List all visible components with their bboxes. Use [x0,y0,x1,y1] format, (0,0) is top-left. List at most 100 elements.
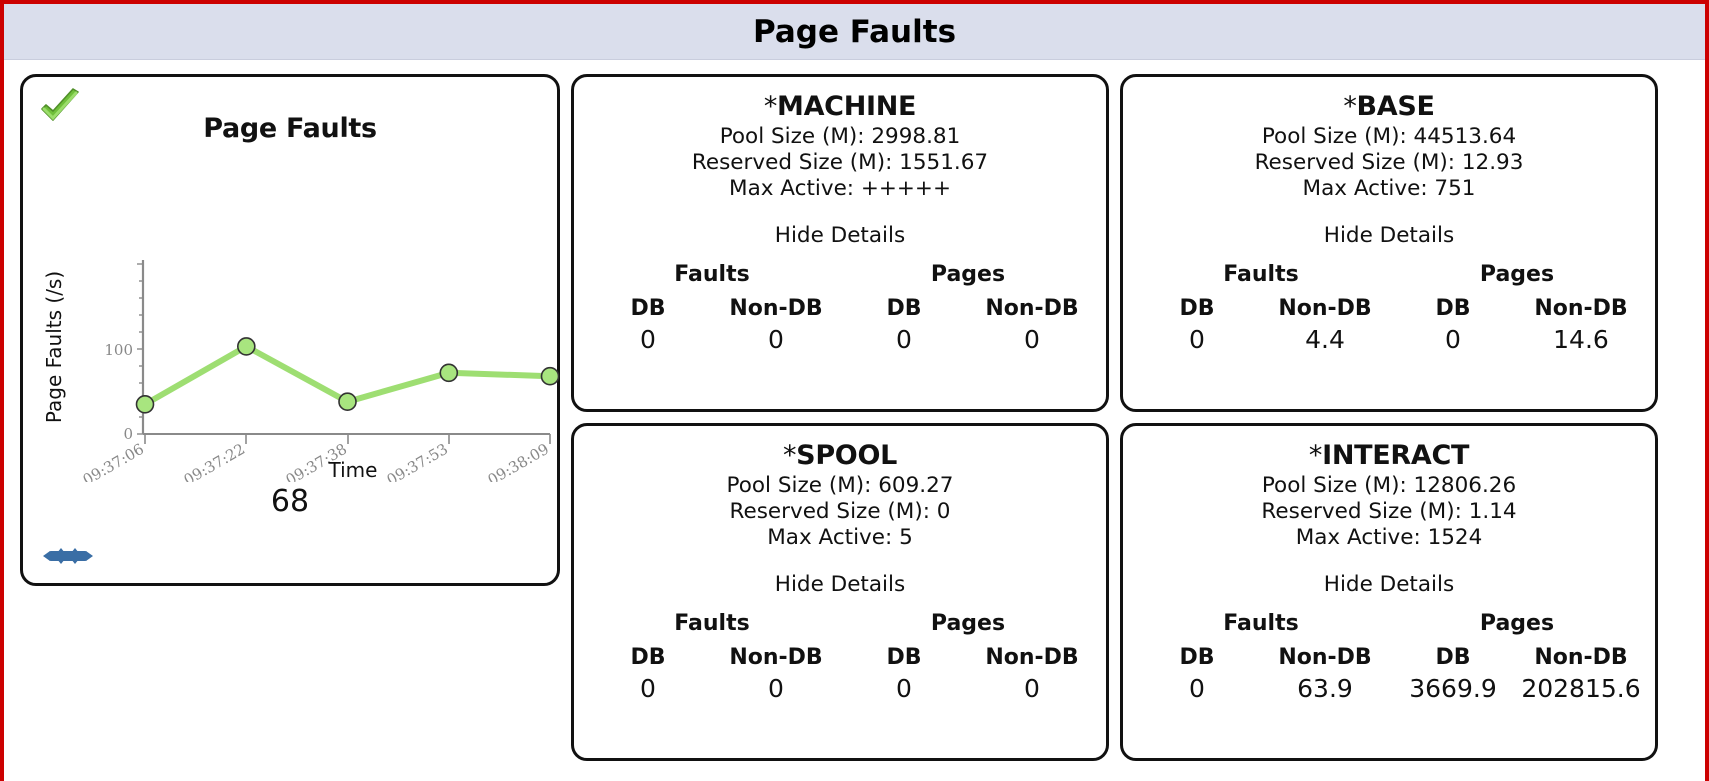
chart-plot-area[interactable]: 0 100 Page Faults (/s) 09:37:06 09:37:22… [23,152,560,482]
pool-panel-machine: *MACHINE Pool Size (M): 2998.81 Reserved… [571,74,1109,412]
col-header-pages-db: DB [886,644,922,670]
pool-title: *BASE [1133,91,1645,122]
group-header-faults: Faults [674,610,750,636]
col-header-faults-nondb: Non-DB [1278,295,1372,321]
hide-details-link[interactable]: Hide Details [774,222,906,248]
value-faults-nondb: 0 [768,324,784,354]
x-tick-1: 09:37:22 [181,440,248,482]
value-pages-db: 0 [896,673,912,703]
value-pages-db: 0 [1445,324,1461,354]
col-header-faults-nondb: Non-DB [729,644,823,670]
metrics-table: Faults Pages DB Non-DB DB Non-DB 0 0 0 0 [584,262,1096,354]
reserved-size: Reserved Size (M): 0 [729,499,951,525]
value-pages-db: 3669.9 [1409,673,1497,703]
page-faults-chart-card: Page Faults [20,74,560,586]
value-faults-nondb: 0 [768,673,784,703]
y-axis-label: Page Faults (/s) [42,271,66,423]
page-header: Page Faults [4,4,1705,60]
value-faults-db: 0 [640,324,656,354]
data-point-1[interactable] [237,337,256,356]
hide-details-link[interactable]: Hide Details [1323,571,1455,597]
col-header-pages-nondb: Non-DB [985,644,1079,670]
value-faults-nondb: 4.4 [1305,324,1345,354]
x-tick-4: 09:38:09 [485,440,552,482]
group-header-pages: Pages [1479,610,1555,636]
data-point-3[interactable] [439,363,459,383]
data-point-2[interactable] [338,392,357,411]
data-point-4[interactable] [540,366,560,386]
value-pages-nondb: 202815.6 [1521,673,1641,703]
col-header-pages-nondb: Non-DB [985,295,1079,321]
value-pages-nondb: 0 [1024,324,1040,354]
hide-details-link[interactable]: Hide Details [774,571,906,597]
x-tick-0: 09:37:06 [80,440,147,482]
reserved-size: Reserved Size (M): 1551.67 [691,150,989,176]
group-header-pages: Pages [930,610,1006,636]
pool-panels-grid: *MACHINE Pool Size (M): 2998.81 Reserved… [571,74,1689,761]
pool-size: Pool Size (M): 12806.26 [1261,473,1517,498]
max-active: Max Active: 5 [767,525,913,551]
pool-name-text: INTERACT [1322,440,1470,471]
metrics-table: Faults Pages DB Non-DB DB Non-DB 0 63.9 … [1133,611,1645,703]
pool-size: Pool Size (M): 609.27 [726,473,954,498]
col-header-faults-db: DB [1179,644,1215,670]
current-value: 68 [270,484,310,519]
y-tick-0: 0 [123,425,133,443]
pool-name-text: SPOOL [796,440,898,471]
col-header-pages-db: DB [1435,644,1471,670]
metrics-table: Faults Pages DB Non-DB DB Non-DB 0 0 0 0 [584,611,1096,703]
value-faults-nondb: 63.9 [1297,673,1353,703]
pool-size: Pool Size (M): 2998.81 [719,124,961,149]
pool-name-text: BASE [1356,91,1435,122]
max-active: Max Active: +++++ [729,176,951,202]
col-header-faults-db: DB [630,295,666,321]
pool-title: *INTERACT [1133,440,1645,471]
data-point-0[interactable] [135,395,155,414]
table-row: 0 4.4 0 14.6 [1133,325,1645,354]
group-header-faults: Faults [1223,610,1299,636]
group-header-faults: Faults [1223,261,1299,287]
resize-handle-icon[interactable] [41,545,95,567]
pool-star: * [1343,91,1357,122]
max-active: Max Active: 1524 [1295,525,1483,551]
pool-panel-interact: *INTERACT Pool Size (M): 12806.26 Reserv… [1120,423,1658,761]
col-header-pages-db: DB [886,295,922,321]
col-header-pages-nondb: Non-DB [1534,295,1628,321]
y-tick-100: 100 [104,341,133,359]
page-faults-line-chart[interactable]: 0 100 Page Faults (/s) 09:37:06 09:37:22… [23,152,563,482]
value-pages-nondb: 14.6 [1553,324,1609,354]
value-pages-nondb: 0 [1024,673,1040,703]
pool-star: * [763,91,778,122]
x-tick-3: 09:37:53 [384,440,451,482]
reserved-size: Reserved Size (M): 1.14 [1261,499,1517,525]
pool-size: Pool Size (M): 44513.64 [1261,124,1517,149]
value-faults-db: 0 [640,673,656,703]
page-title: Page Faults [752,13,957,50]
pool-title: *MACHINE [584,91,1096,122]
table-row: 0 63.9 3669.9 202815.6 [1133,674,1645,703]
col-header-pages-nondb: Non-DB [1534,644,1628,670]
pool-name-text: MACHINE [777,91,917,122]
metrics-table: Faults Pages DB Non-DB DB Non-DB 0 4.4 0… [1133,262,1645,354]
x-axis-label: Time [328,458,378,482]
pool-star: * [782,440,797,471]
pool-star: * [1308,440,1323,471]
max-active: Max Active: 751 [1302,176,1476,202]
value-pages-db: 0 [896,324,912,354]
group-header-pages: Pages [1479,261,1555,287]
table-row: 0 0 0 0 [584,674,1096,703]
col-header-faults-nondb: Non-DB [729,295,823,321]
value-faults-db: 0 [1189,673,1205,703]
table-row: 0 0 0 0 [584,325,1096,354]
hide-details-link[interactable]: Hide Details [1323,222,1455,248]
series-markers [135,337,560,414]
col-header-faults-db: DB [630,644,666,670]
pool-panel-spool: *SPOOL Pool Size (M): 609.27 Reserved Si… [571,423,1109,761]
green-check-icon[interactable] [37,87,83,129]
group-header-pages: Pages [930,261,1006,287]
dashboard-content: Page Faults [4,60,1705,761]
reserved-size: Reserved Size (M): 12.93 [1254,150,1524,176]
value-faults-db: 0 [1189,324,1205,354]
group-header-faults: Faults [674,261,750,287]
col-header-pages-db: DB [1435,295,1471,321]
